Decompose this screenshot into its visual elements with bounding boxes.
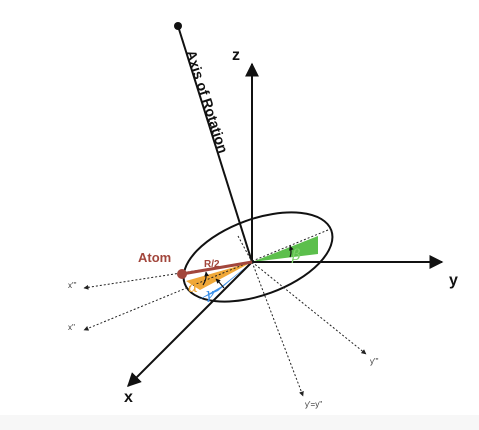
y-triple-prime-label: y''' xyxy=(370,357,379,366)
atom-dot xyxy=(177,269,187,279)
ellipse-dotted-chord xyxy=(237,235,253,263)
beta-label: β xyxy=(291,246,301,264)
x-triple-prime-label: x''' xyxy=(68,281,77,290)
gamma-label: γ xyxy=(205,285,214,303)
x-axis xyxy=(127,261,253,387)
beta-arc xyxy=(289,245,294,258)
rotation-axis-tip xyxy=(174,22,182,30)
rotation-ellipse xyxy=(182,211,334,303)
r-half-label: R/2 xyxy=(204,259,220,270)
rotation-axis-line xyxy=(177,25,253,263)
x-double-prime-label: x'' xyxy=(68,323,76,332)
alpha-label: α xyxy=(188,278,198,296)
alpha-wedge xyxy=(186,262,252,290)
y-triple-prime-axis xyxy=(251,261,367,355)
x-axis-label: x xyxy=(124,389,133,406)
atom-label: Atom xyxy=(138,250,171,265)
radius-segment xyxy=(181,260,253,276)
alpha-arc xyxy=(202,271,209,286)
z-axis-label: z xyxy=(232,47,240,64)
y-prime-label: y'=y'' xyxy=(305,400,323,409)
y-axis-label: y xyxy=(449,272,458,289)
gamma-arc xyxy=(215,278,225,289)
bottom-band xyxy=(0,415,479,430)
axis-of-rotation-label: Axis of Rotation xyxy=(183,48,231,155)
beta-wedge xyxy=(252,236,318,262)
